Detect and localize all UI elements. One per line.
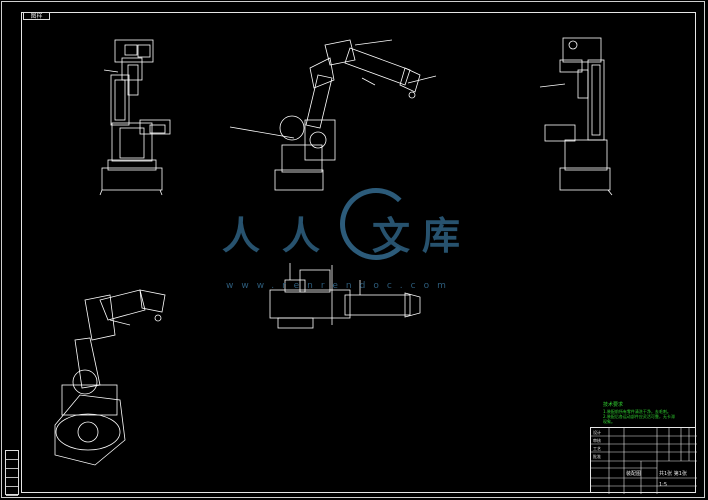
drawing-name: 装配图: [626, 471, 642, 477]
isometric-view: [54, 289, 166, 466]
scale-field: 1:5: [659, 482, 668, 488]
title-block: 设计 审核 工艺 批准 装配图 共1张 第1张 1:5: [590, 427, 697, 494]
technical-notes: 技术要求 1.装配前所有零件清洗干净，去毛刺。 2.装配后各运动部件应灵活可靠，…: [603, 402, 678, 425]
note-line: 1.装配前所有零件清洗干净，去毛刺。: [603, 409, 671, 414]
watermark-char: 人: [222, 213, 263, 258]
watermark-url: www.renrendoc.com: [226, 281, 454, 291]
top-view: [269, 263, 421, 329]
title-row-label: 工艺: [593, 446, 601, 451]
watermark-char: 人: [282, 213, 323, 258]
drawing-frame: [21, 12, 696, 493]
note-line: 2.装配后各运动部件应灵活可靠，无卡滞现象。: [603, 414, 675, 424]
title-row-label: 批准: [593, 454, 601, 459]
front-view: [99, 39, 171, 196]
sheet-label: 图样: [23, 12, 50, 20]
watermark-ring: [340, 188, 412, 260]
sheet-count: 共1张 第1张: [659, 471, 687, 477]
title-row-label: 设计: [593, 430, 601, 435]
watermark-char: 文: [372, 213, 413, 258]
left-margin-table: [5, 450, 19, 496]
side-view: [229, 39, 437, 191]
notes-heading: 技术要求: [603, 402, 624, 408]
title-row-label: 审核: [593, 438, 601, 443]
watermark-char: 库: [422, 213, 463, 258]
rear-view: [539, 37, 613, 196]
title-block-grid: [591, 428, 697, 494]
